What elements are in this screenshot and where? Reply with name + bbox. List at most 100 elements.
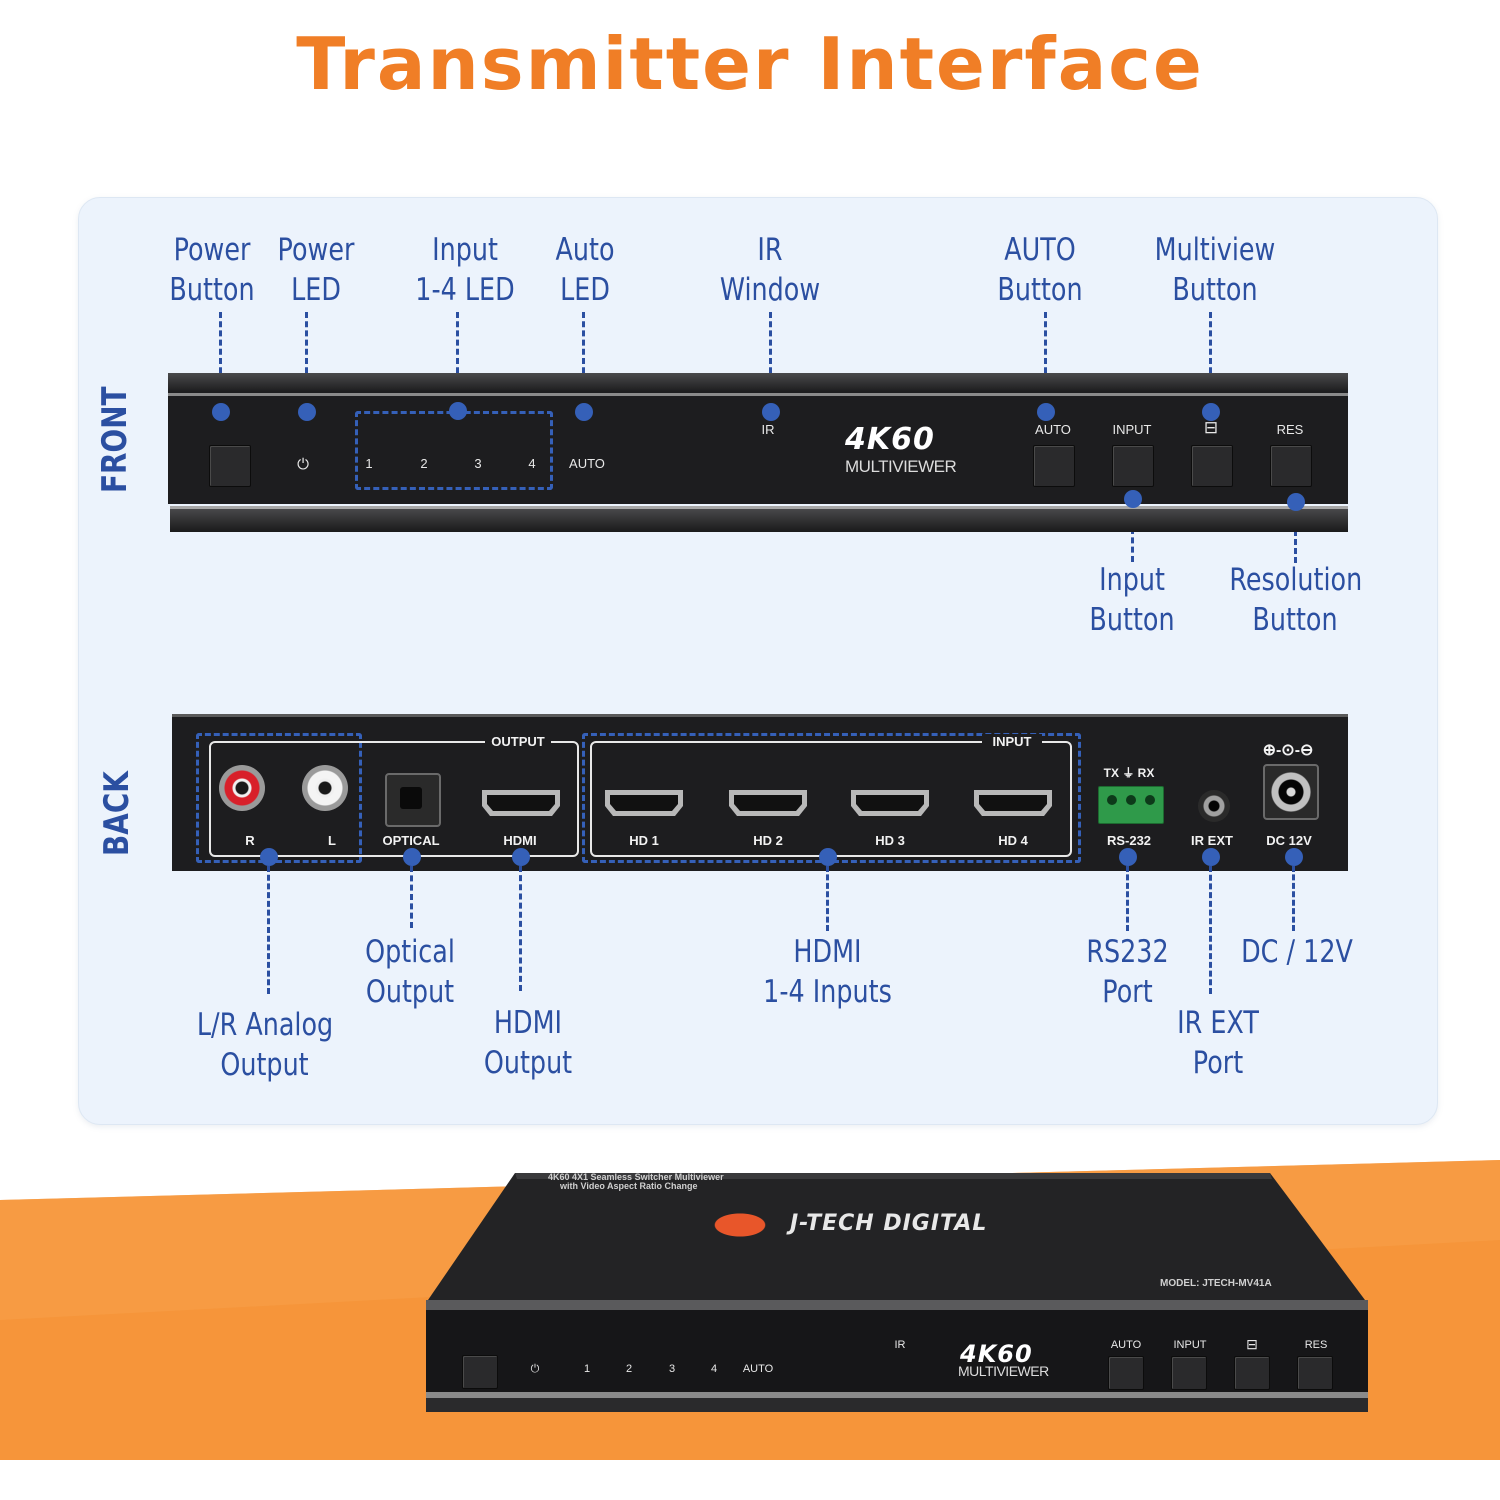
logo-4k60: 4K60 — [845, 422, 935, 457]
dc-polarity-icon: ⊕-⊙-⊖ — [1262, 742, 1314, 759]
auto-button[interactable] — [1033, 445, 1075, 487]
product-led-2: 2 — [625, 1363, 633, 1375]
auto-led: AUTO — [569, 456, 605, 471]
rca-l-jack — [302, 765, 348, 811]
dc-jack — [1263, 764, 1319, 820]
rs232-label: RS-232 — [1106, 833, 1152, 848]
product-res-button — [1297, 1356, 1333, 1390]
auto-button-label: AUTO — [1035, 422, 1071, 437]
callout-dot — [1285, 848, 1303, 866]
optical-port — [385, 773, 441, 827]
hdmi-input-1-port — [605, 790, 683, 816]
hd1-label: HD 1 — [629, 833, 659, 848]
res-button[interactable] — [1270, 445, 1312, 487]
model-number: MODEL: JTECH-MV41A — [1160, 1278, 1272, 1289]
callout-dot — [512, 848, 530, 866]
front-panel — [168, 392, 1348, 504]
leader-line — [305, 312, 308, 410]
callout-dot — [819, 848, 837, 866]
hd2-label: HD 2 — [753, 833, 783, 848]
callout-dc: DC / 12V — [1241, 934, 1353, 970]
brand-name: J-TECH DIGITAL — [790, 1211, 988, 1236]
rca-r-jack — [219, 765, 265, 811]
ir-window: IR — [761, 422, 775, 437]
analog-group-highlight — [196, 733, 362, 863]
callout-dot — [575, 403, 593, 421]
logo-multiviewer: MULTIVIEWER — [845, 457, 957, 476]
product-led-4: 4 — [710, 1363, 718, 1375]
callout-dot — [1124, 490, 1142, 508]
callout-dot — [1119, 848, 1137, 866]
product-auto-label: AUTO — [1110, 1339, 1142, 1351]
callout-dot — [762, 403, 780, 421]
product-photo — [426, 1173, 1368, 1412]
rca-r-label: R — [245, 833, 255, 848]
product-logo-multiviewer: MULTIVIEWER — [958, 1363, 1049, 1379]
front-label: FRONT — [95, 386, 135, 493]
leader-line — [1044, 312, 1047, 410]
leader-line — [219, 312, 222, 410]
hdmi-input-4-port — [974, 790, 1052, 816]
rs232-terminal — [1098, 786, 1164, 824]
leader-line — [826, 866, 829, 931]
input-button-label: INPUT — [1112, 422, 1152, 437]
callout-dot — [449, 402, 467, 420]
product-power-button — [462, 1355, 498, 1389]
front-highlight — [168, 393, 1348, 396]
leader-line — [267, 866, 270, 994]
input-led-2: 2 — [420, 456, 428, 471]
power-button[interactable] — [209, 445, 251, 487]
optical-label: OPTICAL — [382, 833, 440, 848]
dc-label: DC 12V — [1266, 833, 1312, 848]
ir-ext-label: IR EXT — [1191, 833, 1233, 848]
input-led-3: 3 — [474, 456, 482, 471]
input-group-label: INPUT — [982, 734, 1042, 749]
power-led: ⏻ — [297, 456, 309, 473]
leader-line — [582, 312, 585, 410]
callout-dot — [1037, 403, 1055, 421]
product-power-led: ⏻ — [530, 1363, 540, 1375]
rca-l-label: L — [328, 833, 336, 848]
res-button-label: RES — [1276, 422, 1304, 437]
leader-line — [456, 312, 459, 410]
product-multiview-button — [1234, 1356, 1270, 1390]
leader-line — [1294, 503, 1297, 563]
input-button[interactable] — [1112, 445, 1154, 487]
callout-dot — [298, 403, 316, 421]
brand-logo-icon — [705, 1209, 775, 1241]
multiview-button[interactable] — [1191, 445, 1233, 487]
leader-line — [1209, 312, 1212, 410]
leader-line — [1209, 866, 1212, 994]
product-input-button — [1171, 1356, 1207, 1390]
input-led-4: 4 — [528, 456, 536, 471]
hdmi-output-port — [482, 790, 560, 816]
leader-line — [769, 312, 772, 410]
product-auto-button — [1108, 1356, 1144, 1390]
product-led-1: 1 — [583, 1363, 591, 1375]
product-auto-led: AUTO — [742, 1363, 774, 1375]
product-top-note-1: 4K60 4X1 Seamless Switcher Multiviewer — [548, 1172, 724, 1182]
callout-dot — [1202, 403, 1220, 421]
input-led-1: 1 — [365, 456, 373, 471]
product-multiview-icon: ⊟ — [1246, 1336, 1258, 1352]
callout-dot — [403, 848, 421, 866]
callout-dot — [260, 848, 278, 866]
leader-line — [410, 866, 413, 928]
diagram-panel — [78, 197, 1438, 1125]
hd3-label: HD 3 — [875, 833, 905, 848]
product-top-note-2: with Video Aspect Ratio Change — [560, 1181, 698, 1191]
front-top-rail — [168, 373, 1348, 393]
